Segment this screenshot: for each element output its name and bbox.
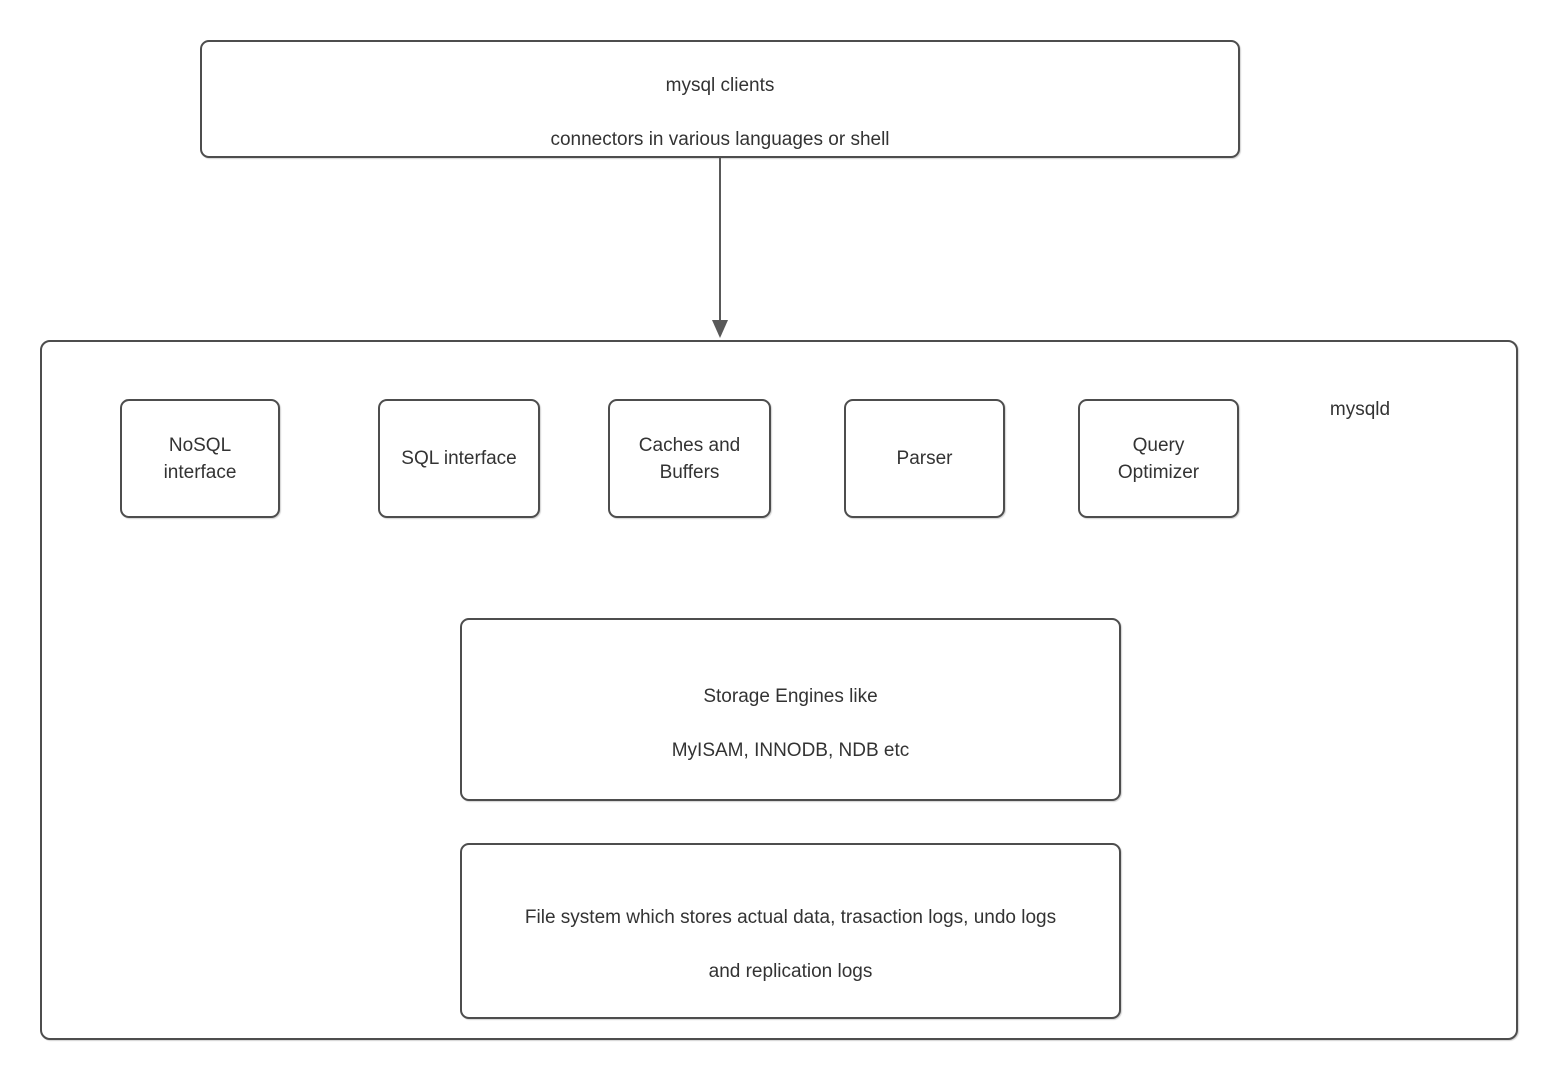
node-sql-interface: SQL interface	[378, 399, 540, 518]
mysql-clients-line2: connectors in various languages or shell	[550, 129, 890, 150]
file-system-line1: File system which stores actual data, tr…	[524, 907, 1057, 928]
arrow-head-icon	[712, 320, 728, 338]
node-parser: Parser	[844, 399, 1005, 518]
mysql-clients-line1: mysql clients	[665, 75, 775, 96]
file-system-label: File system which stores actual data, tr…	[515, 873, 1066, 989]
node-query-optimizer: Query Optimizer	[1078, 399, 1239, 518]
storage-engines-label: Storage Engines like MyISAM, INNODB, NDB…	[662, 652, 920, 768]
caches-and-buffers-label: Caches and Buffers	[638, 434, 741, 483]
parser-label: Parser	[896, 448, 953, 469]
arrow-line	[719, 158, 721, 324]
nosql-interface-label: NoSQL interface	[163, 434, 237, 483]
node-file-system: File system which stores actual data, tr…	[460, 843, 1121, 1019]
storage-engines-line1: Storage Engines like	[703, 685, 878, 707]
mysqld-label: mysqld	[1329, 399, 1391, 420]
node-storage-engines: Storage Engines like MyISAM, INNODB, NDB…	[460, 618, 1121, 801]
node-nosql-interface: NoSQL interface	[120, 399, 280, 518]
storage-engines-line2: MyISAM, INNODB, NDB etc	[671, 739, 910, 761]
file-system-line2: and replication logs	[708, 961, 873, 982]
node-mysql-clients: mysql clients connectors in various lang…	[200, 40, 1240, 158]
mysql-clients-label: mysql clients connectors in various lang…	[540, 41, 899, 157]
node-caches-and-buffers: Caches and Buffers	[608, 399, 771, 518]
query-optimizer-label: Query Optimizer	[1117, 434, 1200, 483]
sql-interface-label: SQL interface	[401, 448, 517, 469]
